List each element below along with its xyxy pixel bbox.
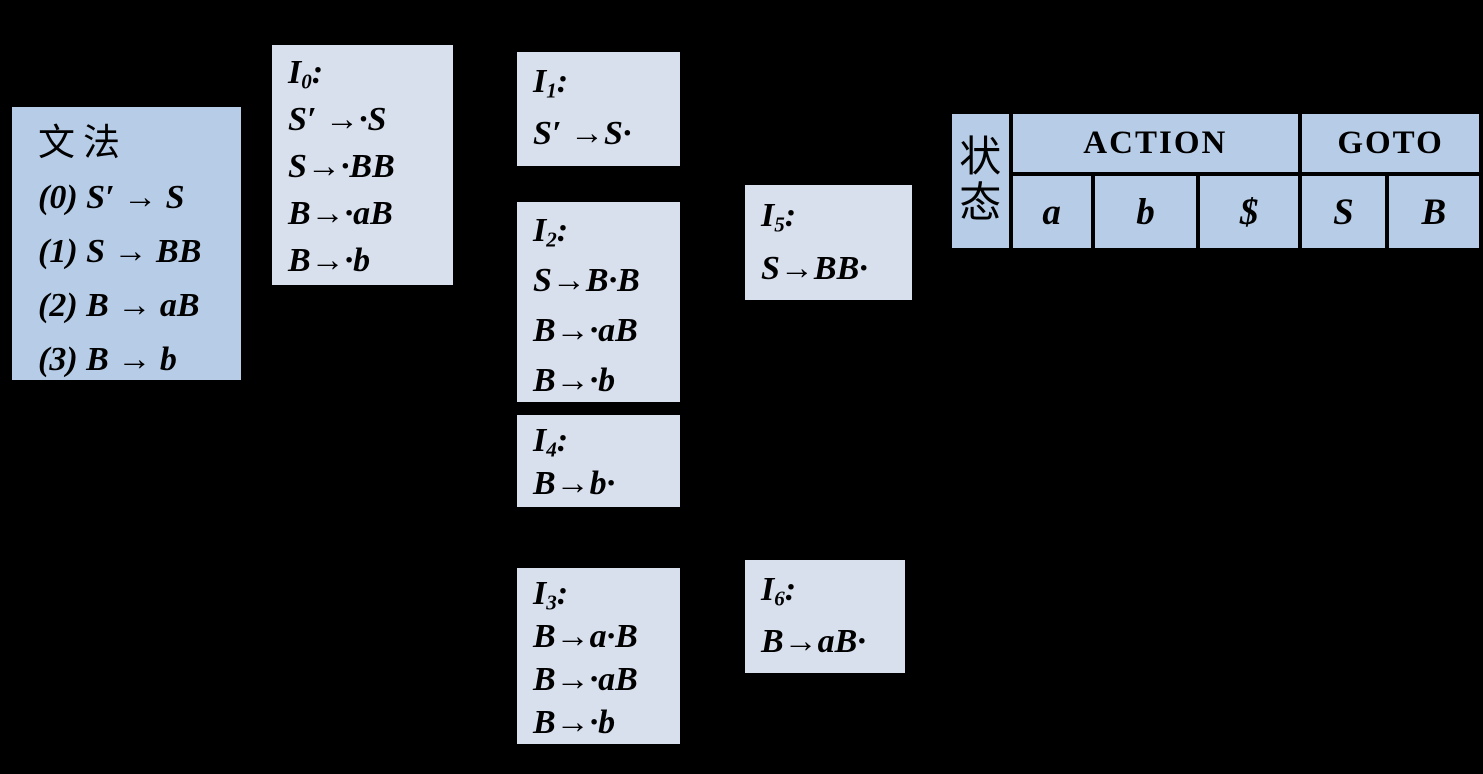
action-header-cell: ACTION — [1008, 110, 1303, 176]
nonterminal-column-s: S — [1298, 172, 1389, 252]
item: S→B·B — [533, 262, 640, 299]
item-set-box-i5: I5: S→BB· — [745, 185, 912, 300]
item: B→·b — [288, 242, 371, 279]
item: B→·aB — [533, 312, 638, 349]
item-set-box-i2: I2: S→B·B B→·aB B→·b — [517, 202, 680, 402]
item: S→BB· — [761, 250, 868, 287]
item: S→·BB — [288, 148, 395, 185]
item-set-box-i4: I4: B→b· — [517, 415, 680, 507]
item-set-title: I1: — [533, 63, 569, 103]
goto-header-cell: GOTO — [1298, 110, 1483, 176]
grammar-box: 文法 (0) S′ → S (1) S → BB (2) B → aB (3) … — [12, 107, 241, 380]
item-set-title: I0: — [288, 54, 324, 94]
item-set-title: I2: — [533, 212, 569, 252]
state-header-label: 状 态 — [959, 134, 1002, 227]
item-set-title: I4: — [533, 422, 569, 462]
item: B→·aB — [288, 195, 393, 232]
item-set-box-i1: I1: S′ →S· — [517, 52, 680, 166]
item-set-title: I5: — [761, 197, 797, 237]
item-set-box-i0: I0: S′ →·S S→·BB B→·aB B→·b — [272, 45, 453, 285]
parse-table: 状 态 ACTION GOTO a b $ S B — [948, 110, 1483, 252]
item-set-box-i3: I3: B→a·B B→·aB B→·b — [517, 568, 680, 744]
state-header-cell: 状 态 — [948, 110, 1013, 252]
terminal-column-dollar: $ — [1196, 172, 1303, 252]
grammar-production-0: (0) S′ → S — [38, 179, 185, 216]
grammar-production-3: (3) B → b — [38, 341, 177, 378]
item-set-title: I6: — [761, 571, 797, 611]
item: B→·b — [533, 704, 616, 741]
grammar-title: 文法 — [38, 123, 128, 164]
item: B→aB· — [761, 623, 866, 660]
grammar-production-1: (1) S → BB — [38, 233, 202, 270]
item-set-title: I3: — [533, 575, 569, 615]
terminal-column-a: a — [1008, 172, 1095, 252]
item: B→a·B — [533, 618, 638, 655]
grammar-production-2: (2) B → aB — [38, 287, 200, 324]
item-set-box-i6: I6: B→aB· — [745, 560, 905, 673]
terminal-column-b: b — [1090, 172, 1201, 252]
item: B→b· — [533, 465, 616, 502]
item: B→·aB — [533, 661, 638, 698]
item: B→·b — [533, 362, 616, 399]
item: S′ →·S — [288, 101, 387, 138]
nonterminal-column-b: B — [1384, 172, 1483, 252]
item: S′ →S· — [533, 115, 632, 152]
